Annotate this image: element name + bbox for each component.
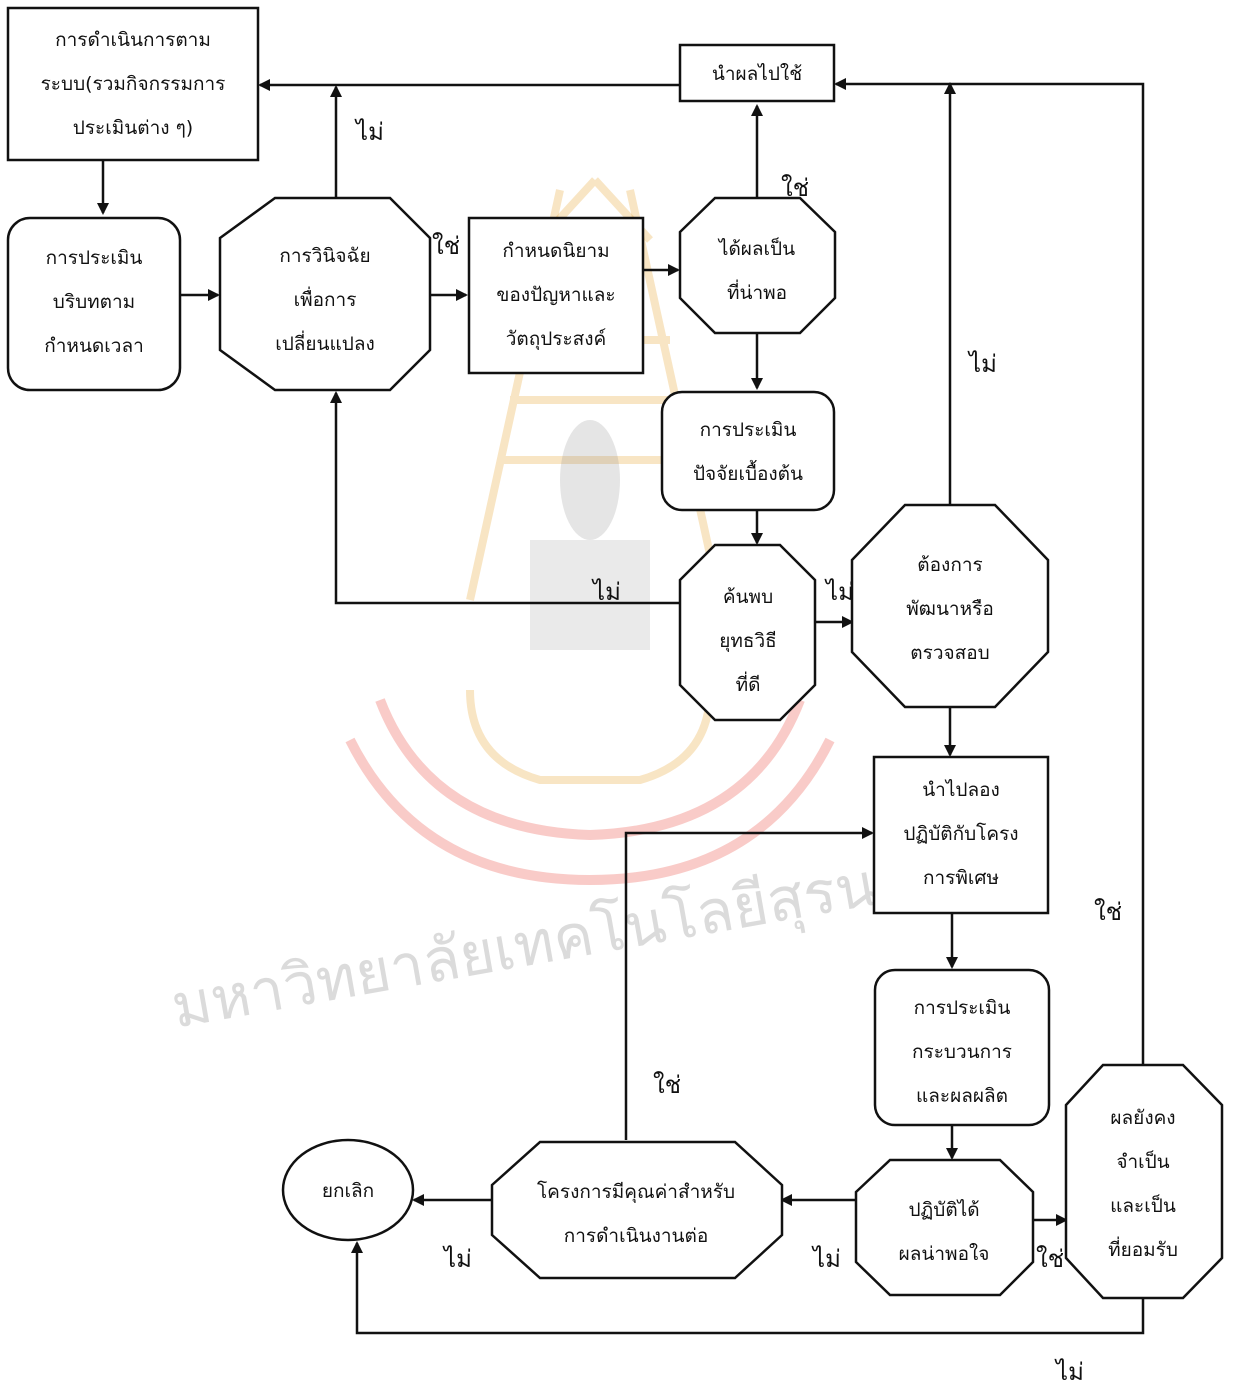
edge-still-no-to-cancel: [351, 1241, 1145, 1335]
node-worthwhile: โครงการมีคุณค่าสำหรับ การดำเนินงานต่อ: [490, 1140, 784, 1280]
node-text: นำไปลอง: [922, 779, 1000, 801]
node-good-strategy: ค้นพบ ยุทธวิธี ที่ดี: [678, 543, 817, 722]
node-text: ปฏิบัติกับโครง: [903, 822, 1018, 845]
node-text: กระบวนการ: [912, 1041, 1012, 1063]
node-text: การประเมิน: [46, 247, 143, 269]
node-cancel: ยกเลิก: [281, 1138, 415, 1242]
node-text: ที่น่าพอ: [727, 279, 787, 304]
label-yes: ใช่: [1094, 898, 1122, 926]
node-text: ระบบ(รวมกิจกรรมการ: [41, 73, 226, 95]
edges: [97, 78, 1145, 1335]
node-operate-system: การดำเนินการตาม ระบบ(รวมกิจกรรมการ ประเม…: [6, 6, 260, 162]
node-text: การวินิจฉัย: [279, 245, 370, 267]
node-text: ผลยังคง: [1110, 1107, 1175, 1129]
label-no: ไม่: [442, 1245, 472, 1273]
node-text: ต้องการ: [917, 554, 982, 576]
label-no: ไม่: [591, 578, 621, 606]
node-satisfactory: ได้ผลเป็น ที่น่าพอ: [678, 196, 837, 335]
node-text: จำเป็น: [1116, 1149, 1169, 1173]
node-text: พัฒนาหรือ: [906, 598, 994, 620]
node-text: กำหนดเวลา: [44, 335, 144, 357]
node-text: ตรวจสอบ: [910, 642, 989, 664]
node-text: ที่ดี: [736, 671, 761, 696]
node-process-eval: การประเมิน กระบวนการ และผลผลิต: [873, 968, 1051, 1127]
node-text: และเป็น: [1110, 1193, 1176, 1217]
node-text: ที่ยอมรับ: [1108, 1236, 1178, 1261]
label-yes: ใช่: [653, 1071, 681, 1099]
node-periodic-eval: การประเมิน บริบทตาม กำหนดเวลา: [6, 216, 182, 392]
node-still-needed: ผลยังคง จำเป็น และเป็น ที่ยอมรับ: [1064, 1063, 1224, 1300]
label-no: ไม่: [1054, 1358, 1084, 1386]
node-pilot: นำไปลอง ปฏิบัติกับโครง การพิเศษ: [872, 755, 1050, 915]
label-no: ไม่: [811, 1245, 841, 1273]
node-text: ยกเลิก: [322, 1180, 374, 1202]
node-text: โครงการมีคุณค่าสำหรับ: [537, 1180, 735, 1204]
label-yes: ใช่: [1036, 1245, 1064, 1273]
label-yes: ใช่: [432, 232, 460, 260]
label-yes: ใช่: [781, 174, 809, 202]
node-text: เพื่อการ: [294, 286, 357, 311]
node-text: กำหนดนิยาม: [502, 240, 609, 262]
label-no: ไม่: [354, 118, 384, 146]
edge-still-yes-to-apply: [834, 78, 1145, 1065]
node-text: การประเมิน: [914, 997, 1011, 1019]
node-define-problem: กำหนดนิยาม ของปัญหาและ วัตถุประสงค์: [467, 216, 645, 375]
node-text: นำผลไปใช้: [712, 63, 802, 85]
node-text: ผลน่าพอใจ: [899, 1243, 990, 1265]
node-practical: ปฏิบัติได้ ผลน่าพอใจ: [854, 1158, 1035, 1297]
node-need-develop: ต้องการ พัฒนาหรือ ตรวจสอบ: [850, 503, 1050, 709]
node-diagnosis: การวินิจฉัย เพื่อการ เปลี่ยนแปลง: [218, 196, 432, 392]
node-text: และผลผลิต: [916, 1085, 1008, 1107]
label-no: ไม่: [824, 578, 854, 606]
node-text: การดำเนินการตาม: [55, 29, 211, 51]
node-text: ยุทธวิธี: [719, 630, 777, 653]
node-text: การดำเนินงานต่อ: [564, 1225, 709, 1247]
node-text: การประเมิน: [700, 419, 797, 441]
node-text: ปัจจัยเบื้องต้น: [693, 460, 803, 485]
edge-worthwhile-yes-to-pilot: [624, 827, 874, 1140]
node-text: ของปัญหาและ: [496, 284, 615, 306]
watermark-text: มหาวิทยาลัยเทคโนโลยีสุรนารี: [166, 838, 947, 1043]
node-text: ค้นพบ: [723, 586, 773, 608]
node-text: บริบทตาม: [53, 291, 135, 313]
node-text: ได้ผลเป็น: [717, 236, 795, 260]
label-no: ไม่: [967, 350, 997, 378]
node-initial-eval: การประเมิน ปัจจัยเบื้องต้น: [660, 390, 836, 512]
edge-strategy-no-to-diagnosis: [330, 391, 680, 605]
node-apply-results: นำผลไปใช้: [678, 43, 836, 103]
edge-labels: ไม่ ใช่ ใช่ ไม่ ไม่ ไม่ ใช่ ใช่ ไม่ ไม่ …: [354, 118, 1122, 1386]
node-text: ประเมินต่าง ๆ): [73, 117, 193, 139]
node-text: ปฏิบัติได้: [908, 1199, 979, 1221]
node-text: เปลี่ยนแปลง: [275, 330, 375, 355]
node-text: การพิเศษ: [923, 867, 999, 889]
node-text: วัตถุประสงค์: [506, 328, 607, 351]
